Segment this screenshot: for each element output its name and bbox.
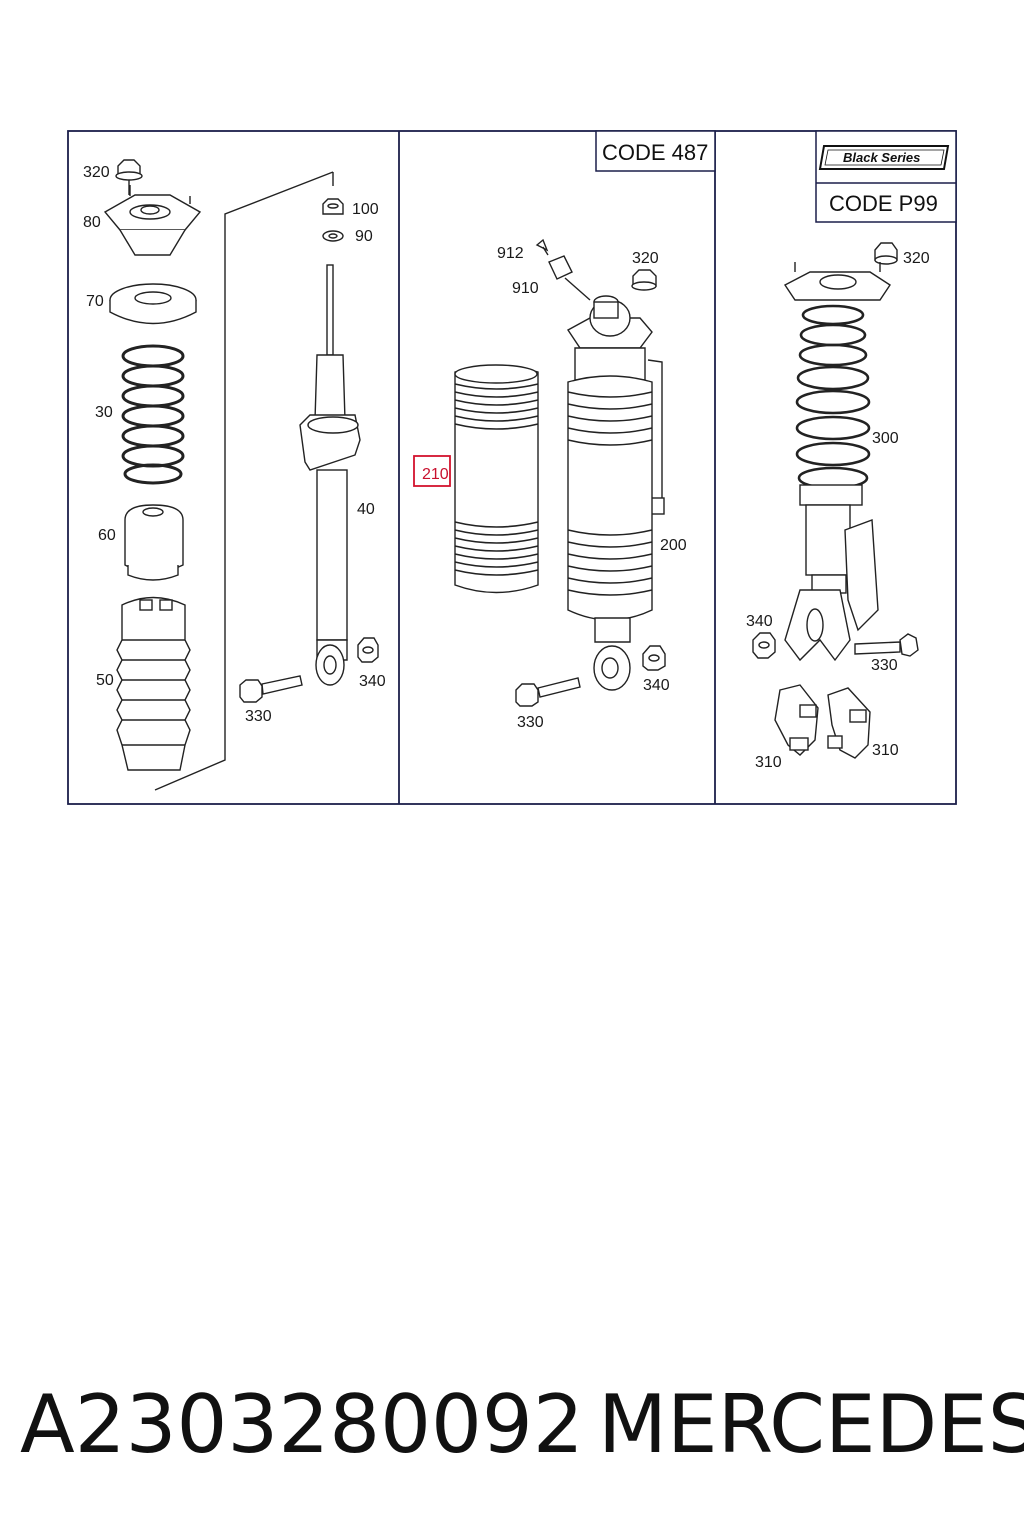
top-mount-80-icon — [103, 185, 202, 256]
clamp-310-left-icon — [774, 684, 819, 756]
label-310-right: 310 — [872, 742, 899, 759]
highlight-box-210 — [413, 455, 451, 487]
footer-caption: A2303280092 MERCEDES — [0, 1365, 1024, 1485]
nut-320-right-icon — [874, 242, 898, 265]
nut-340-mid-icon — [642, 645, 666, 671]
nut-340-right-icon — [752, 632, 776, 659]
left-panel — [103, 159, 379, 791]
code-p99-label: CODE P99 — [829, 191, 938, 216]
coilover-300-icon — [783, 262, 891, 662]
bolt-330-right-icon — [854, 633, 919, 657]
label-330: 330 — [245, 708, 272, 725]
label-320: 320 — [83, 164, 110, 181]
label-330-mid: 330 — [517, 714, 544, 731]
label-300: 300 — [872, 430, 899, 447]
bump-stop-60-icon — [124, 504, 184, 581]
left-labels: 320 80 70 30 60 50 100 90 40 330 340 — [83, 164, 386, 725]
label-70: 70 — [86, 293, 104, 310]
label-340-mid: 340 — [643, 677, 670, 694]
label-320-mid: 320 — [632, 250, 659, 267]
middle-labels: 912 910 320 210 200 340 330 — [422, 245, 687, 731]
dust-boot-50-icon — [116, 596, 191, 771]
air-strut-200-icon — [566, 295, 665, 691]
clamp-310-right-icon — [827, 687, 871, 759]
bolt-330-mid-icon — [515, 677, 581, 707]
label-30: 30 — [95, 404, 113, 421]
brand-name: MERCEDES — [598, 1378, 1024, 1471]
black-series-logo: Black Series — [843, 150, 920, 165]
right-labels: 320 300 340 330 310 310 — [746, 250, 930, 771]
coil-spring-30-icon — [121, 344, 185, 485]
label-60: 60 — [98, 527, 116, 544]
nut-100-icon — [322, 198, 344, 215]
bolt-330-icon — [239, 675, 303, 703]
valve-912-icon — [535, 238, 549, 256]
nut-340-icon — [357, 637, 379, 663]
spring-seat-70-icon — [109, 283, 197, 325]
label-80: 80 — [83, 214, 101, 231]
label-320-right: 320 — [903, 250, 930, 267]
label-340: 340 — [359, 673, 386, 690]
label-50: 50 — [96, 672, 114, 689]
label-330-right: 330 — [871, 657, 898, 674]
label-100: 100 — [352, 201, 379, 218]
diagram-frame — [67, 130, 957, 805]
shock-absorber-40-icon — [299, 264, 361, 686]
middle-panel — [454, 238, 666, 707]
label-912: 912 — [497, 245, 524, 262]
label-340-right: 340 — [746, 613, 773, 630]
air-sleeve-210-icon — [454, 364, 539, 594]
washer-90-icon — [322, 230, 344, 242]
label-200: 200 — [660, 537, 687, 554]
part-number: A2303280092 — [20, 1378, 584, 1471]
code-487-box: CODE 487 — [595, 130, 716, 172]
label-210-highlighted: 210 — [422, 466, 449, 483]
code-487-label: CODE 487 — [602, 140, 708, 165]
nut-320-mid-icon — [631, 269, 657, 291]
parts-diagram: CODE 487 Black Series CODE P99 — [67, 130, 957, 805]
label-90: 90 — [355, 228, 373, 245]
valve-910-icon — [548, 255, 591, 301]
nut-320-icon — [115, 159, 143, 195]
code-p99-box: Black Series CODE P99 — [815, 130, 957, 223]
label-40: 40 — [357, 501, 375, 518]
label-910: 910 — [512, 280, 539, 297]
label-310-left: 310 — [755, 754, 782, 771]
right-panel — [752, 242, 919, 759]
